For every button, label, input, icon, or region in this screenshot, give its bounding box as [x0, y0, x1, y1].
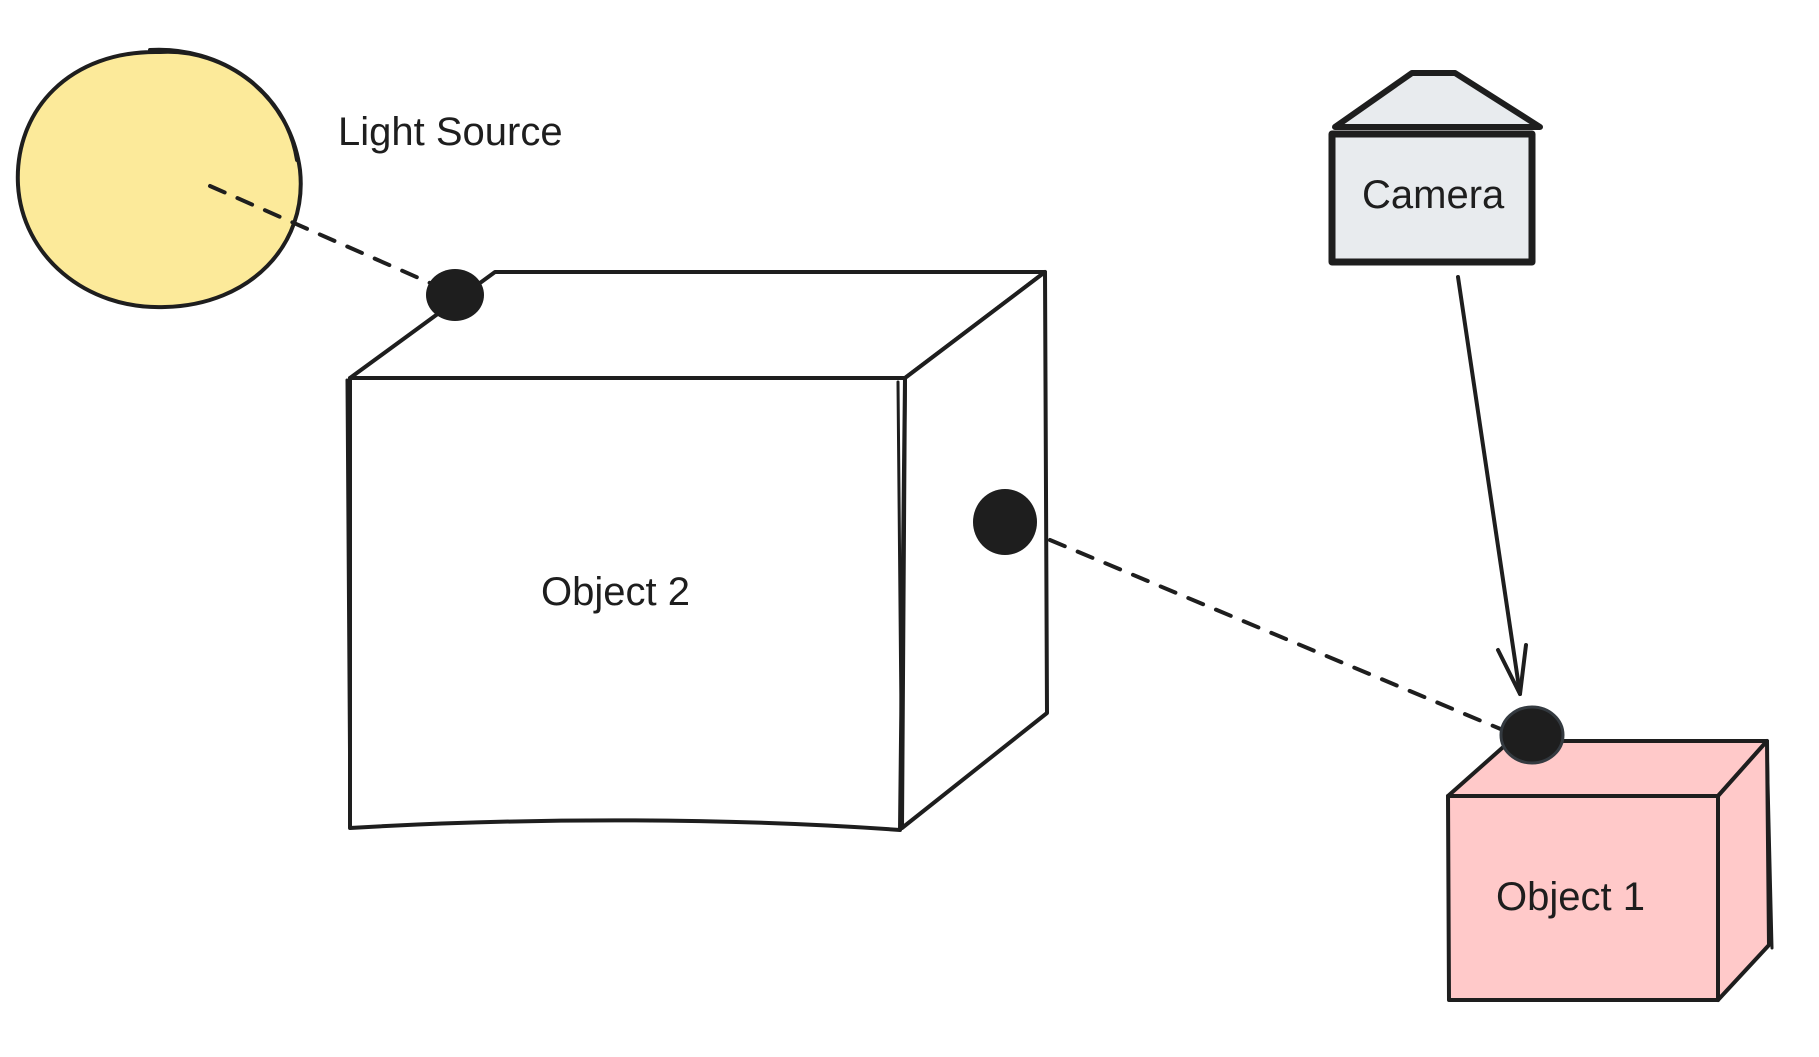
object2 — [345, 270, 1049, 832]
camera — [1328, 70, 1543, 266]
object1-label: Object 1 — [1496, 875, 1645, 919]
object2-label: Object 2 — [541, 570, 690, 614]
camera-lens-hood — [1332, 70, 1543, 130]
object1 — [1446, 739, 1774, 1002]
light-source — [15, 47, 303, 310]
camera-body — [1328, 130, 1536, 266]
object1-top-face — [1446, 739, 1769, 798]
light-source-label: Light Source — [338, 110, 563, 154]
object1-front-face — [1446, 794, 1720, 1002]
object1-contact-point — [1499, 705, 1565, 765]
camera-view-arrow — [1456, 275, 1528, 696]
light-ray-to-object2 — [208, 184, 432, 285]
object2-front-face — [348, 376, 907, 832]
object2-top-point — [426, 269, 484, 321]
arrowhead-icon — [1496, 643, 1528, 696]
light-source-circle — [15, 47, 303, 310]
camera-label: Camera — [1362, 173, 1505, 217]
object2-side-point — [973, 489, 1037, 555]
reflection-ray-to-object1 — [1048, 538, 1512, 735]
